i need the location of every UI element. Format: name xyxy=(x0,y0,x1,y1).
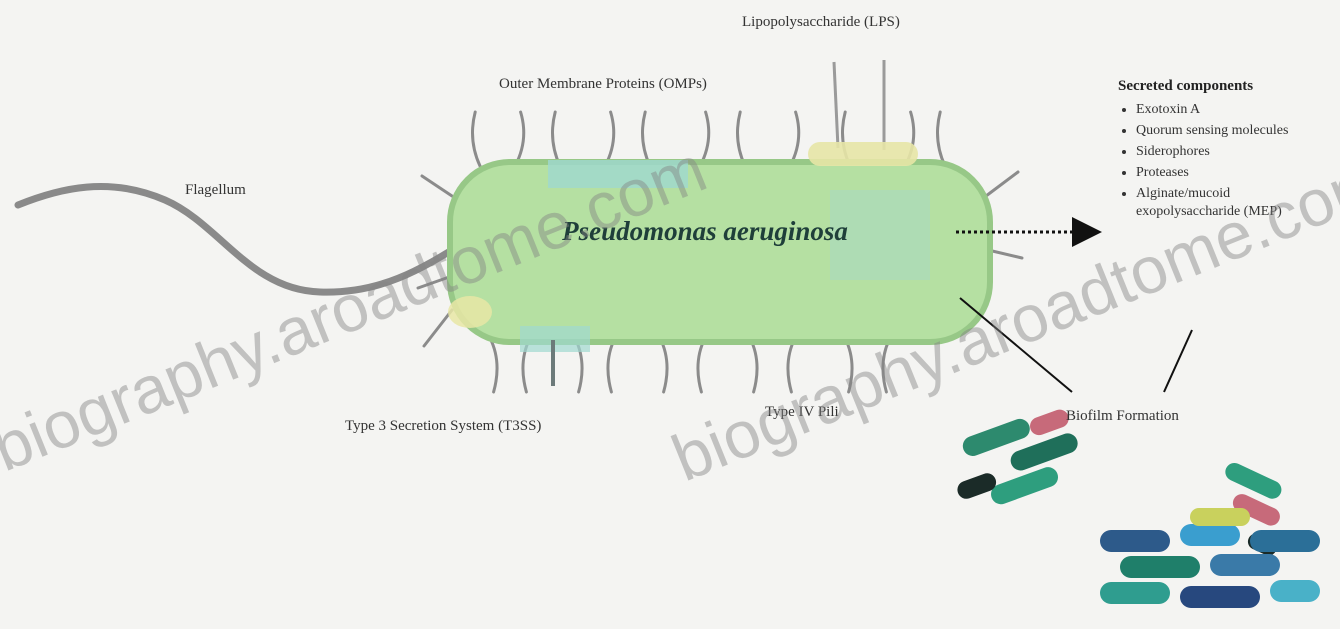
appendage xyxy=(938,112,946,166)
biofilm-label: Biofilm Formation xyxy=(1066,408,1179,425)
appendage xyxy=(698,338,705,392)
appendage xyxy=(490,338,497,392)
appendage xyxy=(845,338,852,392)
flagellum-label: Flagellum xyxy=(185,182,246,199)
appendage xyxy=(473,112,481,166)
appendage xyxy=(422,176,452,196)
lps-patch-left xyxy=(448,296,492,328)
pili-label: Type IV Pili xyxy=(765,404,839,421)
flagellum xyxy=(18,186,465,292)
appendage xyxy=(988,250,1022,258)
appendage xyxy=(738,112,746,166)
omp-label: Outer Membrane Proteins (OMPs) xyxy=(478,76,728,93)
secreted-item: Siderophores xyxy=(1136,143,1333,161)
secreted-item: Exotoxin A xyxy=(1136,101,1333,119)
biofilm-illustration xyxy=(941,402,1320,608)
cell-name: Pseudomonas aeruginosa xyxy=(470,216,940,247)
appendage xyxy=(605,112,614,166)
appendage xyxy=(750,338,757,392)
secreted-item: Proteases xyxy=(1136,164,1333,182)
secreted-item: Quorum sensing molecules xyxy=(1136,122,1333,140)
lps-patch xyxy=(808,142,918,166)
secreted-components: Secreted components Exotoxin A Quorum se… xyxy=(1118,78,1333,224)
appendage xyxy=(790,112,799,166)
appendage xyxy=(660,338,667,392)
appendage xyxy=(788,338,795,392)
appendage xyxy=(515,112,524,166)
secreted-title: Secreted components xyxy=(1118,78,1333,95)
secreted-item: Alginate/mucoid exopolysaccharide (MEP) xyxy=(1136,185,1333,221)
appendage xyxy=(553,112,561,166)
omp-patch-top xyxy=(548,160,688,188)
appendage xyxy=(424,310,452,346)
appendage xyxy=(608,338,615,392)
appendage xyxy=(700,112,709,166)
t3ss-label: Type 3 Secretion System (T3SS) xyxy=(345,418,541,435)
biofilm-arrow-from-secreted xyxy=(1164,330,1192,392)
secreted-list: Exotoxin A Quorum sensing molecules Side… xyxy=(1118,101,1333,221)
appendage xyxy=(986,172,1018,196)
biofilm-arrow-from-cell xyxy=(960,298,1072,392)
appendage xyxy=(643,112,651,166)
appendage xyxy=(883,338,890,392)
lps-label: Lipopolysaccharide (LPS) xyxy=(742,14,900,31)
appendage xyxy=(418,276,452,288)
